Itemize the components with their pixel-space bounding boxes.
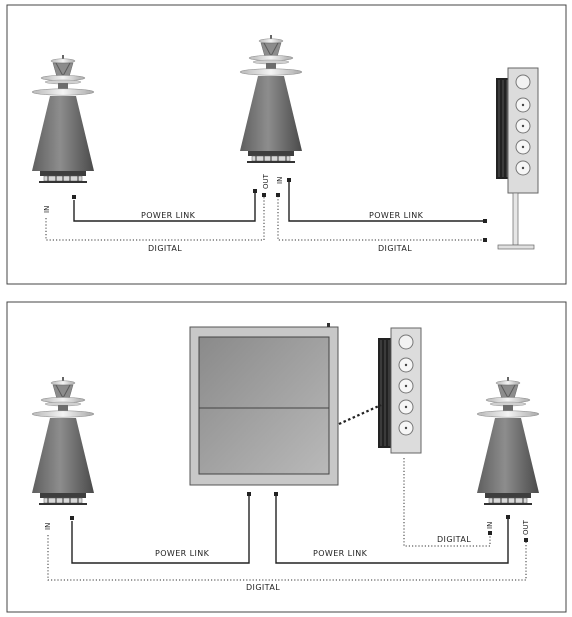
- speaker-left-top: [31, 54, 95, 184]
- digital-wire-2-bottom: [403, 458, 491, 547]
- power-link-wire-1-bottom: [71, 496, 250, 564]
- connector-marker: [253, 189, 257, 193]
- port-label-out: OUT: [522, 519, 530, 535]
- power-link-label: POWER LINK: [155, 549, 210, 558]
- diagram-frame-top: [6, 4, 567, 285]
- digital-label: DIGITAL: [378, 244, 412, 253]
- connector-marker: [524, 538, 528, 542]
- digital-label: DIGITAL: [437, 535, 471, 544]
- audio-system-wall: [378, 327, 422, 454]
- port-label-in: IN: [43, 206, 51, 213]
- port-label-in: IN: [276, 177, 284, 184]
- speaker-right-bottom: [476, 376, 540, 506]
- connector-marker: [274, 492, 278, 496]
- connector-marker: [506, 515, 510, 519]
- connector-marker: [483, 219, 487, 223]
- power-link-wire-1-top: [73, 192, 256, 222]
- digital-label: DIGITAL: [246, 583, 280, 592]
- power-link-label: POWER LINK: [369, 211, 424, 220]
- connector-marker: [287, 178, 291, 182]
- connector-marker: [276, 193, 280, 197]
- port-label-out: OUT: [262, 173, 270, 189]
- speaker-left-bottom: [31, 376, 95, 506]
- connector-marker: [70, 516, 74, 520]
- connector-marker: [262, 193, 266, 197]
- tv-audio-link: [338, 403, 382, 426]
- connector-marker: [488, 531, 492, 535]
- connector-marker: [483, 238, 487, 242]
- audio-system-stand: [496, 67, 539, 250]
- port-label-in: IN: [44, 523, 52, 530]
- power-link-wire-2-bottom: [275, 496, 509, 564]
- power-link-label: POWER LINK: [313, 549, 368, 558]
- power-link-label: POWER LINK: [141, 211, 196, 220]
- connector-marker: [247, 492, 251, 496]
- speaker-middle-top: [239, 34, 303, 164]
- port-label-in: IN: [486, 522, 494, 529]
- connector-marker: [72, 195, 76, 199]
- power-link-wire-2-top: [288, 181, 485, 222]
- digital-label: DIGITAL: [148, 244, 182, 253]
- digital-wire-1-bottom: [47, 535, 527, 581]
- television: [189, 323, 339, 486]
- diagram-frame-bottom: [6, 301, 567, 613]
